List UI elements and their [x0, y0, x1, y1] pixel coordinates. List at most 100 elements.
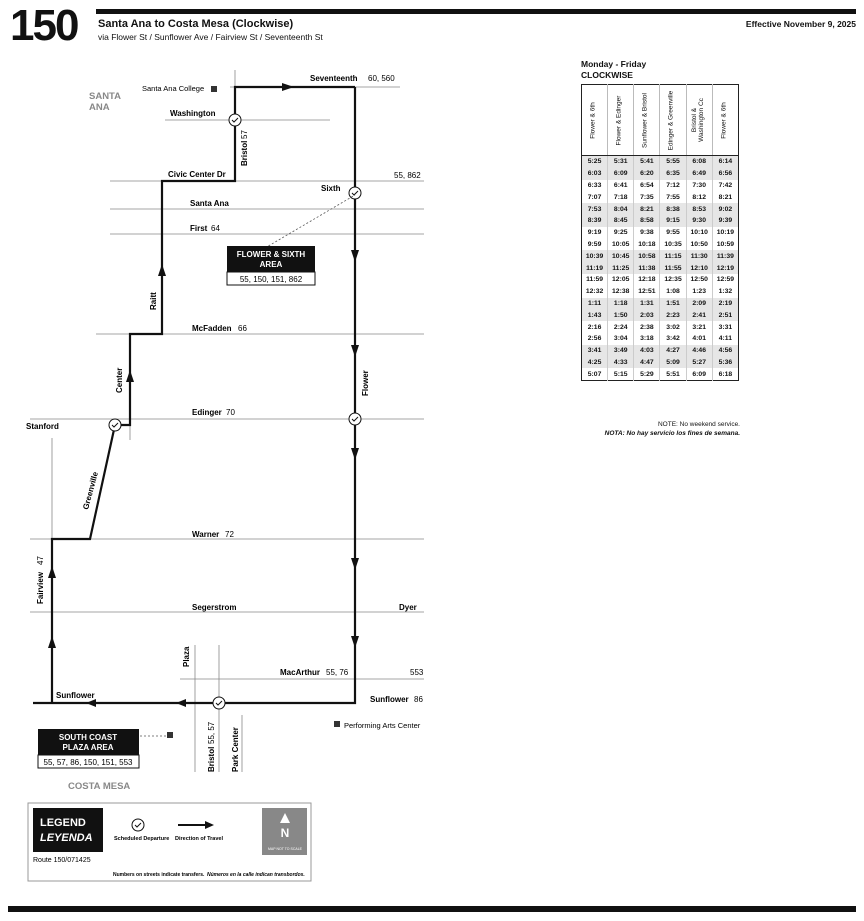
- schedule-column-label: Sunflower & Bristol: [641, 92, 649, 148]
- schedule-time-cell: 8:21: [633, 203, 660, 215]
- south-coast-box: [38, 729, 139, 755]
- schedule-time-cell: 5:55: [659, 155, 687, 168]
- schedule-time-cell: 8:58: [633, 214, 660, 227]
- schedule-time-cell: 5:29: [633, 368, 660, 381]
- schedule-time-cell: 9:59: [587, 240, 602, 248]
- center-label: Center: [115, 368, 124, 393]
- schedule-time-cell: 11:39: [711, 250, 739, 263]
- schedule-column-header: Bristol & Washington Cc: [685, 84, 713, 156]
- edinger-label: Edinger: [192, 408, 222, 417]
- schedule-time-cell: 9:55: [659, 226, 687, 239]
- schedule-time-cell: 12:10: [685, 262, 713, 274]
- schedule-time-cell: 10:58: [633, 250, 660, 263]
- legend-note-en: Numbers on streets indicate transfers.: [113, 872, 205, 878]
- schedule-time-cell: 10:18: [633, 238, 660, 251]
- timepoint-markers: [108, 113, 362, 710]
- schedule-time-cell: 8:21: [711, 191, 739, 204]
- schedule-time-cell: 3:02: [659, 321, 687, 333]
- schedule-column-header: Edinger & Greenville: [659, 84, 687, 156]
- schedule-time-cell: 8:04: [607, 203, 634, 215]
- sunflower-west-label: Sunflower: [56, 691, 95, 700]
- schedule-time-cell: 6:49: [685, 167, 713, 180]
- flower-sixth-leader: [264, 194, 356, 249]
- schedule-time-cell: 11:15: [659, 250, 687, 263]
- schedule-time-cell: 9:38: [633, 226, 660, 239]
- schedule-table: Flower & 6th Flower & Edinger Sunflower & …: [581, 84, 739, 382]
- legend-timepoint-icon: [131, 818, 145, 832]
- schedule-time-cell: 5:27: [685, 356, 713, 369]
- schedule-time-cell: 2:38: [633, 321, 660, 333]
- schedule-column-header: Flower & 6th: [581, 84, 608, 156]
- schedule-time-cell: 5:15: [607, 368, 634, 381]
- schedule-time-cell: 1:11: [581, 297, 608, 310]
- city-santa-ana-1: SANTA: [89, 91, 121, 102]
- schedule-time-cell: 5:31: [607, 155, 634, 168]
- schedule-time-cell: 11:25: [607, 262, 634, 274]
- mcfadden-label: McFadden: [192, 324, 232, 333]
- edinger-routes: 70: [226, 408, 235, 417]
- bristol-north-routes: 57: [240, 130, 249, 139]
- schedule-time-cell: 7:35: [633, 191, 660, 204]
- schedule-note-en: NOTE: No weekend service.: [657, 421, 740, 428]
- schedule-time-cell: 9:30: [685, 214, 713, 227]
- schedule-column-header: Flower & Edinger: [607, 84, 634, 156]
- city-costa-mesa: COSTA MESA: [68, 781, 130, 792]
- schedule-time-cell: 3:21: [685, 321, 713, 333]
- schedule-time-cell: 6:56: [711, 167, 739, 180]
- schedule-time-cell: 10:35: [659, 238, 687, 251]
- schedule-time-cell: 3:31: [711, 321, 739, 333]
- schedule-time-cell: 3:18: [633, 332, 660, 345]
- arts-square: [334, 721, 340, 727]
- schedule-column-label: Bristol & Washington Cc: [690, 98, 705, 142]
- schedule-time-cell: 2:41: [685, 309, 713, 322]
- schedule-time-cell: 10:10: [685, 226, 713, 239]
- schedule-time-cell: 6:14: [711, 155, 739, 168]
- route-553-label: 553: [410, 668, 424, 677]
- schedule-time-cell: 9:39: [711, 214, 739, 227]
- legend-direction: Direction of Travel: [175, 836, 223, 842]
- flower-sixth-title-1: FLOWER & SIXTH: [237, 250, 306, 259]
- flower-sixth-box: [227, 246, 315, 272]
- seventeenth-label: Seventeenth: [310, 74, 358, 83]
- schedule-time-cell: 12:18: [633, 273, 660, 286]
- sunflower-routes: 86: [414, 695, 423, 704]
- schedule-time-cell: 4:01: [685, 332, 713, 345]
- schedule-time-cell: 6:54: [633, 179, 660, 192]
- flower-sixth-routes: 55, 150, 151, 862: [240, 275, 303, 284]
- schedule-time-cell: 8:45: [607, 214, 634, 227]
- timepoint-edinger: [348, 412, 362, 426]
- first-routes: 64: [211, 224, 220, 233]
- schedule-time-cell: 5:07: [587, 370, 602, 378]
- performing-arts-label: Performing Arts Center: [344, 721, 421, 730]
- footer-bar: [8, 906, 856, 912]
- schedule-time-cell: 12:59: [711, 273, 739, 286]
- schedule-time-cell: 10:45: [607, 250, 634, 263]
- timepoint-greenville: [108, 418, 122, 432]
- route-title: Santa Ana to Costa Mesa (Clockwise): [98, 18, 294, 30]
- legend-scheduled: Scheduled Departure: [114, 836, 169, 842]
- schedule-time-cell: 5:36: [711, 356, 739, 369]
- schedule-time-cell: 7:07: [587, 193, 602, 201]
- timepoint-sixth: [348, 186, 362, 200]
- flower-label: Flower: [361, 370, 370, 396]
- schedule-time-cell: 2:09: [685, 297, 713, 310]
- sixth-routes: 55, 862: [394, 171, 421, 180]
- south-coast-title-1: SOUTH COAST: [59, 733, 117, 742]
- schedule-days: Monday - Friday: [581, 59, 647, 69]
- schedule-time-cell: 7:30: [685, 179, 713, 192]
- schedule-time-cell: 1:43: [581, 309, 608, 322]
- schedule-time-cell: 6:33: [587, 181, 602, 189]
- schedule-time-cell: 6:03: [581, 167, 608, 180]
- schedule-column-label: Flower & Edinger: [615, 95, 623, 145]
- civic-center-label: Civic Center Dr: [168, 170, 226, 179]
- street-labels: Santa Ana College Seventeenth 60, 560 Wa…: [26, 74, 424, 772]
- schedule-time-cell: 2:03: [633, 309, 660, 322]
- schedule-time-cell: 1:51: [659, 297, 687, 310]
- schedule-time-cell: 5:41: [633, 155, 660, 168]
- mcfadden-routes: 66: [238, 324, 247, 333]
- schedule-time-cell: 3:04: [607, 332, 634, 345]
- seventeenth-routes: 60, 560: [368, 74, 395, 83]
